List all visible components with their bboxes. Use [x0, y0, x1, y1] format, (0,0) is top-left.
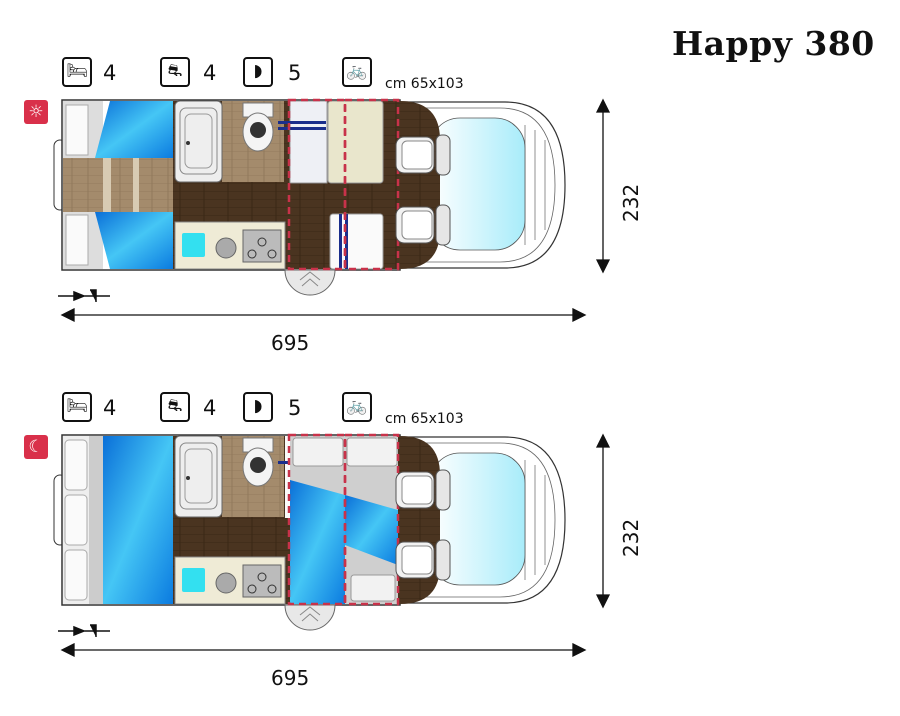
dining-icon: ◗ — [243, 392, 273, 422]
sink — [215, 572, 237, 594]
bike-garage-icon: 🚲 — [342, 57, 372, 87]
entrance-door — [284, 269, 336, 296]
table — [327, 100, 384, 184]
dining-count: 5 — [288, 61, 302, 85]
convertible-zone-2 — [343, 98, 400, 271]
seat-belt-icon: ⛐ — [160, 392, 190, 422]
entry-symbol — [58, 289, 110, 302]
fridge — [182, 568, 205, 592]
convertible-zone-2 — [343, 433, 400, 606]
model-title: Happy 380 — [672, 24, 875, 63]
moon-icon: ☾ — [24, 435, 48, 459]
garage-size: cm 65x103 — [385, 76, 464, 92]
entrance-door — [284, 604, 336, 631]
kitchen-counter — [174, 556, 286, 605]
entry-symbol — [58, 624, 110, 637]
garage-size: cm 65x103 — [385, 411, 464, 427]
convertible-zone-1 — [287, 433, 347, 606]
bed-count: 4 — [103, 396, 117, 420]
sink — [215, 237, 237, 259]
bike-garage-icon: 🚲 — [342, 392, 372, 422]
rear-bed-left — [95, 101, 173, 158]
bed-count: 4 — [103, 61, 117, 85]
bed-icon: 🛏 — [62, 57, 92, 87]
length-dimension: 695 — [271, 666, 310, 690]
floor-plan-night — [53, 433, 611, 658]
width-dimension-line — [595, 433, 611, 609]
shower-tray — [174, 100, 223, 183]
width-dimension-line — [595, 98, 611, 274]
cab-seat-driver — [395, 469, 451, 511]
floor-plan-day — [53, 98, 611, 323]
length-dimension-line — [60, 307, 587, 323]
shower-tray — [174, 435, 223, 518]
cab-seat-driver — [395, 134, 451, 176]
kitchen-counter — [174, 221, 286, 270]
length-dimension-line — [60, 642, 587, 658]
width-dimension: 232 — [619, 183, 643, 222]
rear-double-bed — [103, 436, 173, 604]
toilet — [242, 437, 274, 487]
seat-belt-icon: ⛐ — [160, 57, 190, 87]
cab-seat-passenger — [395, 539, 451, 581]
dining-icon: ◗ — [243, 57, 273, 87]
seat-belt-count: 4 — [203, 396, 217, 420]
sun-icon: ☼ — [24, 100, 48, 124]
toilet — [242, 102, 274, 152]
seat-belt-count: 4 — [203, 61, 217, 85]
length-dimension: 695 — [271, 331, 310, 355]
bed-icon: 🛏 — [62, 392, 92, 422]
rear-bed-right — [95, 212, 173, 269]
width-dimension: 232 — [619, 518, 643, 557]
fridge — [182, 233, 205, 257]
cab-seat-passenger — [395, 204, 451, 246]
dining-count: 5 — [288, 396, 302, 420]
convertible-zone-1 — [287, 98, 347, 271]
dinette — [278, 100, 384, 270]
